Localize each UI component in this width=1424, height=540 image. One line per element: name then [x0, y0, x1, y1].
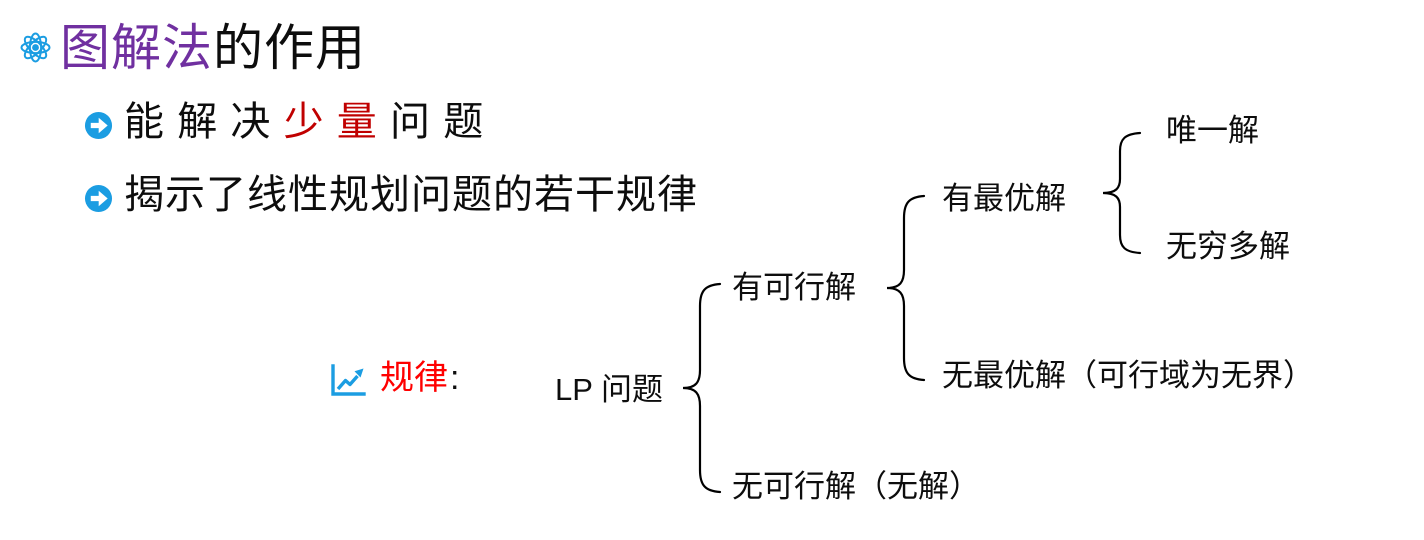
brace-lp-problem	[678, 282, 724, 499]
rule-label-text: 规律	[380, 359, 448, 397]
node-lp-problem: LP 问题	[555, 372, 663, 407]
title-rest: 的作用	[213, 20, 366, 76]
node-has-optimal: 有最优解	[942, 181, 1066, 216]
node-no-optimal: 无最优解（可行域为无界）	[942, 358, 1314, 393]
rule-label-colon: :	[450, 359, 460, 397]
node-unique-solution: 唯一解	[1166, 113, 1259, 148]
line-chart-icon	[329, 363, 368, 398]
arrow-circle-icon	[84, 111, 113, 140]
brace-has-optimal	[1098, 131, 1144, 260]
node-infeasible: 无可行解（无解）	[732, 469, 980, 504]
bullet1-post: 问题	[390, 100, 497, 144]
page-title: 图解法的作用	[60, 18, 366, 78]
arrow-circle-icon	[84, 184, 113, 213]
atom-icon	[17, 29, 54, 66]
node-feasible: 有可行解	[732, 270, 856, 305]
bullet-item-2: 揭示了线性规划问题的若干规律	[124, 171, 698, 219]
rule-label: 规律:	[380, 358, 459, 398]
bullet2-text: 揭示了线性规划问题的若干规律	[124, 173, 698, 217]
bullet-item-1: 能解决少量问题	[124, 98, 496, 146]
title-emphasis: 图解法	[60, 20, 213, 76]
bullet1-pre: 能解决	[124, 100, 284, 144]
brace-feasible	[882, 194, 928, 387]
node-infinite-solutions: 无穷多解	[1166, 229, 1290, 264]
bullet1-emphasis: 少量	[283, 100, 391, 144]
